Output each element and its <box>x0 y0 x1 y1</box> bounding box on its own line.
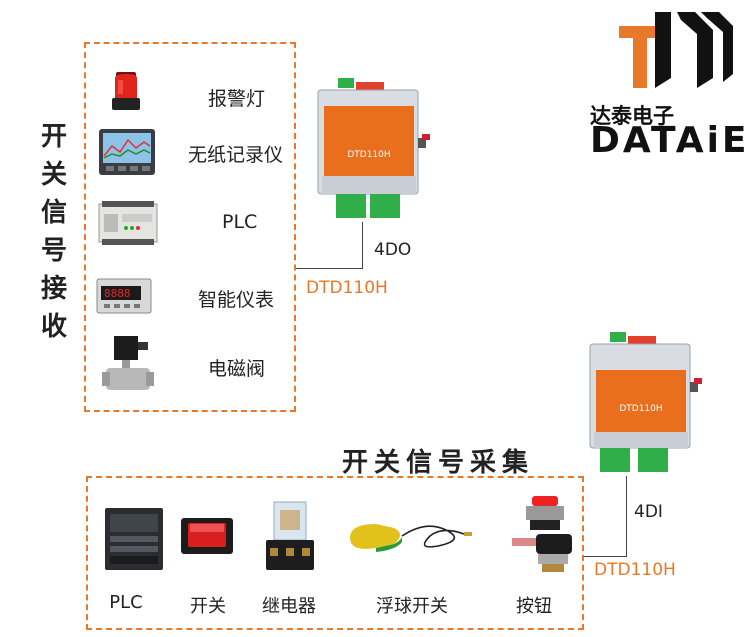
device-bottom-screen-text: DTD110H <box>619 404 663 414</box>
device-bottom-io-label: 4DI <box>634 502 663 522</box>
receive-title-char-1: 关 <box>40 160 67 190</box>
paperless-recorder-icon <box>98 128 156 176</box>
brand-logo: 达泰电子 DATAiE <box>590 8 750 161</box>
alarm-light-icon <box>108 70 144 114</box>
receive-title-char-3: 号 <box>40 236 67 266</box>
float-switch-icon <box>346 518 486 556</box>
receive-title: 开关信号接收 <box>38 118 70 346</box>
device-top-model-label: DTD110H <box>306 278 388 298</box>
receive-title-char-5: 收 <box>40 312 67 342</box>
collect-item-label-4: 按钮 <box>516 596 552 617</box>
collect-box <box>86 476 584 630</box>
receive-item-label-3: 智能仪表 <box>198 289 275 311</box>
device-top: DTD110H <box>314 76 432 222</box>
solenoid-valve-icon <box>102 334 154 396</box>
plc-icon <box>98 200 158 246</box>
brand-cn: 达泰电子 <box>590 104 674 128</box>
relay-icon <box>264 500 316 572</box>
receive-item-label-0: 报警灯 <box>208 88 266 110</box>
button-icon <box>508 494 578 578</box>
receive-title-char-2: 信 <box>40 198 67 228</box>
receive-box <box>84 42 296 412</box>
collect-title: 开关信号采集 <box>342 448 535 478</box>
collect-item-label-3: 浮球开关 <box>376 596 448 617</box>
brand-en: DATAiE <box>590 120 750 161</box>
device-bottom: DTD110H <box>586 330 704 476</box>
switch-icon <box>180 514 234 558</box>
bottom-connector-vertical <box>626 476 627 556</box>
smart-meter-icon: 8888 <box>96 278 152 314</box>
device-bottom-model-label: DTD110H <box>594 560 676 580</box>
plc-icon <box>104 506 164 572</box>
receive-title-char-4: 接 <box>40 274 67 304</box>
receive-item-label-1: 无纸记录仪 <box>188 144 284 166</box>
collect-item-label-0: PLC <box>109 592 143 613</box>
svg-text:8888: 8888 <box>104 287 131 300</box>
top-connector-vertical <box>362 222 363 268</box>
device-top-screen-text: DTD110H <box>347 150 391 160</box>
bottom-connector-horizontal <box>584 556 627 557</box>
collect-item-label-1: 开关 <box>190 596 226 617</box>
receive-title-char-0: 开 <box>40 122 67 152</box>
brand-logo-mark <box>619 12 733 88</box>
collect-item-label-2: 继电器 <box>262 596 316 617</box>
receive-item-label-2: PLC <box>222 211 258 233</box>
receive-item-label-4: 电磁阀 <box>208 358 266 380</box>
top-connector-horizontal <box>296 268 363 269</box>
device-top-io-label: 4DO <box>374 240 412 260</box>
